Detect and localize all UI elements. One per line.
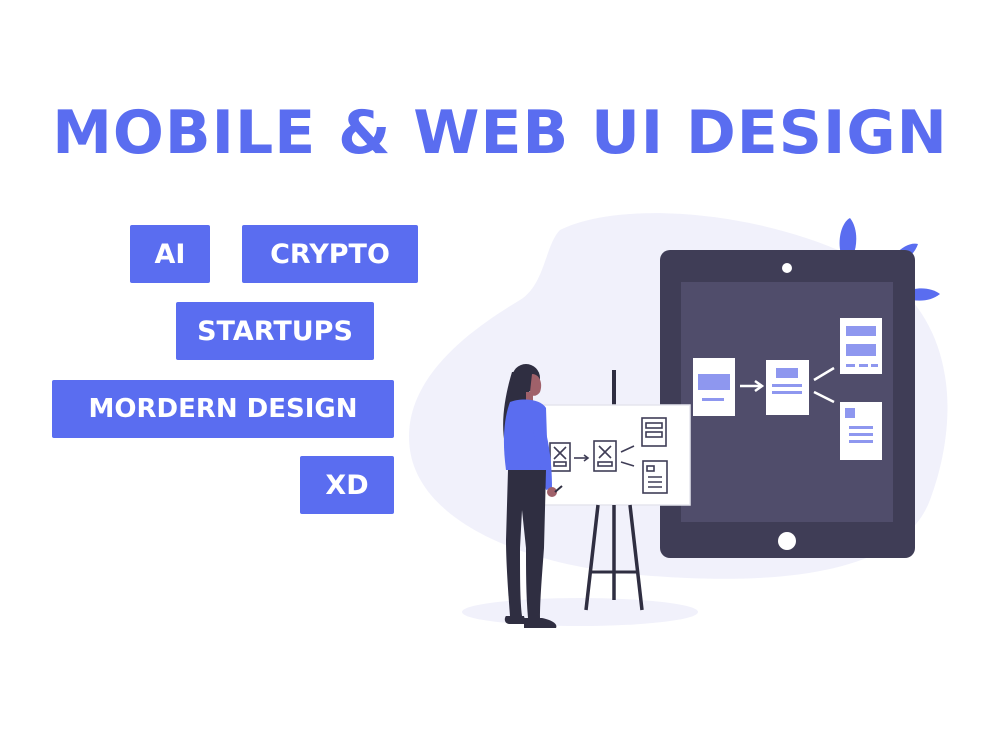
floor-shadow: [462, 598, 698, 626]
tag-modern-design: MORDERN DESIGN: [52, 380, 394, 438]
designer-illustration: [409, 213, 948, 628]
tag-xd: XD: [300, 456, 394, 514]
easel-board: [542, 370, 691, 611]
tag-crypto: CRYPTO: [242, 225, 418, 283]
page-title: MOBILE & WEB UI DESIGN: [52, 98, 948, 168]
tablet-device: [660, 250, 915, 558]
tablet-camera-icon: [782, 263, 792, 273]
tablet-wireframe-flow: [693, 318, 882, 460]
tag-ai: AI: [130, 225, 210, 283]
tablet-home-button-icon: [778, 532, 796, 550]
woman-designer-figure: [503, 364, 563, 628]
tag-startups: STARTUPS: [176, 302, 374, 360]
